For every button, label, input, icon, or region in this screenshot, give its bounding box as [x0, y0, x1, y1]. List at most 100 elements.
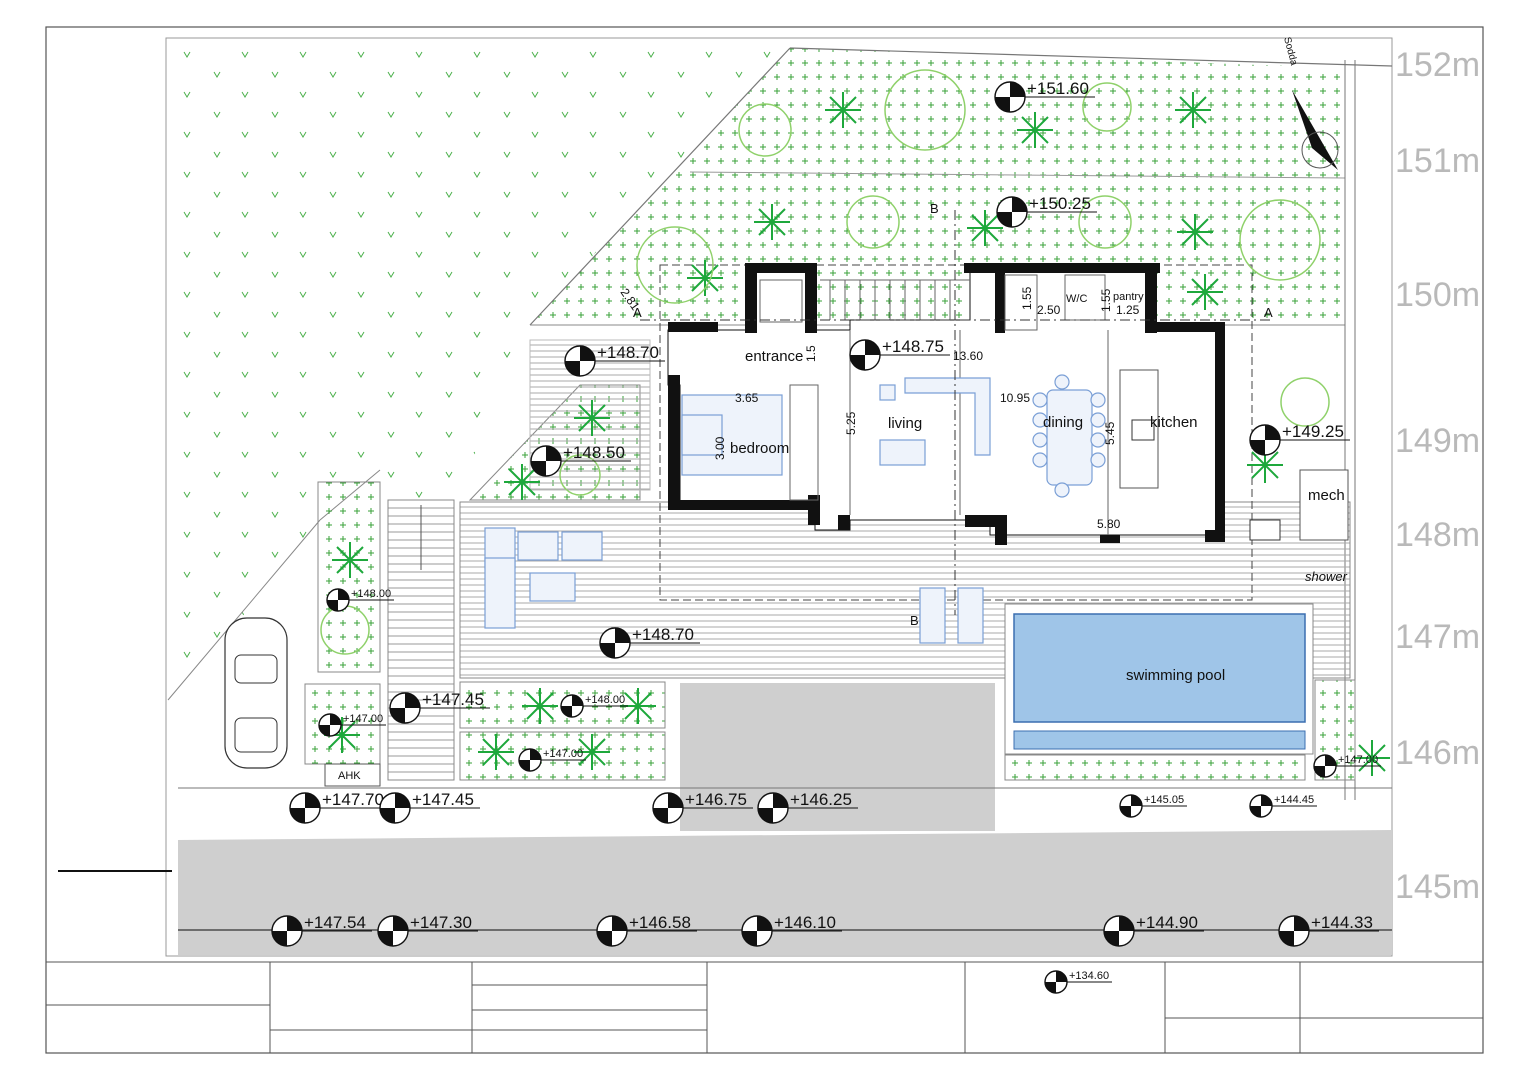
level-marker: +147.00 [1313, 754, 1381, 778]
level-label: +147.00 [343, 713, 383, 725]
dimension-label: 5.25 [844, 411, 858, 435]
room-label-living: living [888, 415, 922, 432]
level-marker: +144.45 [1249, 794, 1317, 818]
level-marker: +148.75 [849, 337, 950, 371]
level-label: +147.45 [412, 790, 474, 809]
cooktop [1131, 419, 1155, 441]
dimension-label: 10.95 [1000, 391, 1030, 405]
level-label: +147.00 [543, 748, 583, 760]
level-label: +146.58 [629, 913, 691, 932]
level-marker: +150.25 [996, 194, 1097, 228]
level-label: +146.10 [774, 913, 836, 932]
level-marker: +148.00 [560, 694, 628, 718]
level-marker: +146.58 [596, 913, 697, 947]
side-scale-label: 150m [1395, 276, 1480, 314]
section-mark-b: B [910, 613, 919, 628]
level-marker: +147.70 [289, 790, 390, 824]
level-marker: +146.25 [757, 790, 858, 824]
ahk-label: AHK [338, 770, 361, 782]
section-mark-a: A [633, 305, 642, 320]
dimension-label: 5.45 [1103, 421, 1117, 445]
level-marker: +149.25 [1249, 422, 1350, 456]
room-label-dining: dining [1043, 414, 1083, 431]
level-label: +144.45 [1274, 794, 1314, 806]
level-label: +148.00 [351, 588, 391, 600]
level-label: +146.25 [790, 790, 852, 809]
level-marker: +134.60 [1044, 970, 1112, 994]
side-scale-label: 151m [1395, 142, 1480, 180]
level-marker: +147.00 [518, 748, 586, 772]
side-scale-label: 145m [1395, 868, 1480, 906]
planter-bed [1004, 754, 1306, 781]
driveway [680, 683, 995, 831]
level-label: +148.50 [563, 443, 625, 462]
section-mark-b: B [930, 201, 939, 216]
dimension-label: 1.55 [1099, 288, 1113, 312]
room-label-kitchen: kitchen [1150, 414, 1198, 431]
swimming-pool [1013, 613, 1306, 723]
room-label-pantry: pantry [1113, 291, 1144, 303]
room-label-pool: swimming pool [1126, 667, 1225, 684]
level-label: +147.45 [422, 690, 484, 709]
dimension-label: 1.25 [1116, 303, 1140, 317]
level-marker: +148.50 [530, 443, 631, 477]
level-marker: +151.60 [994, 79, 1095, 113]
north-arrow-icon [1292, 90, 1339, 170]
section-lines [640, 210, 1270, 615]
level-label: +145.05 [1144, 794, 1184, 806]
level-label: +148.75 [882, 337, 944, 356]
level-label: +150.25 [1029, 194, 1091, 213]
level-marker: +147.30 [377, 913, 478, 947]
level-marker: +144.33 [1278, 913, 1379, 947]
dimension-label: 2.50 [1037, 303, 1061, 317]
room-label-entrance: entrance [745, 348, 803, 365]
wall-segments [668, 263, 1225, 545]
car-icon [224, 617, 288, 769]
level-label: +134.60 [1069, 970, 1109, 982]
mech-room [1299, 469, 1349, 541]
interior-lines [759, 274, 1109, 535]
road [178, 830, 1392, 955]
level-label: +147.30 [410, 913, 472, 932]
level-marker: +148.70 [564, 343, 665, 377]
side-scale-label: 147m [1395, 618, 1480, 656]
side-scale-label: 149m [1395, 422, 1480, 460]
level-marker: +146.10 [741, 913, 842, 947]
level-marker: +148.70 [599, 625, 700, 659]
title-block [46, 961, 1483, 1053]
level-marker: +147.45 [389, 690, 490, 724]
dimension-label: 5.80 [1097, 517, 1121, 531]
level-label: +149.25 [1282, 422, 1344, 441]
level-label: +144.33 [1311, 913, 1373, 932]
level-label: +146.75 [685, 790, 747, 809]
dimension-label: 13.60 [953, 349, 983, 363]
level-marker: +146.75 [652, 790, 753, 824]
outdoor-sink [1249, 519, 1281, 541]
level-marker: +144.90 [1103, 913, 1204, 947]
dimension-label: 1.5 [804, 345, 818, 362]
dimension-label: 1.55 [1020, 286, 1034, 310]
tree-canopies [320, 69, 1330, 655]
side-scale-label: 146m [1395, 734, 1480, 772]
level-label: +144.90 [1136, 913, 1198, 932]
dimension-label: 3.00 [713, 436, 727, 460]
level-markers: +151.60 +150.25 +148.70 +148.75 +148.50 +149.… [271, 79, 1381, 994]
level-label: +148.70 [632, 625, 694, 644]
level-marker: +147.00 [318, 713, 386, 737]
section-mark-a: A [1264, 305, 1273, 320]
grass-lawn [166, 40, 788, 700]
level-label: +148.70 [597, 343, 659, 362]
level-marker: +145.05 [1119, 794, 1187, 818]
sheet-frame [45, 26, 1484, 1054]
level-label: +147.00 [1338, 754, 1378, 766]
side-scale-label: 152m [1395, 46, 1480, 84]
furniture [484, 374, 1106, 644]
back-garden [530, 48, 1345, 325]
pool-step [1013, 730, 1306, 750]
level-label: +147.54 [304, 913, 366, 932]
level-label: +151.60 [1027, 79, 1089, 98]
ahk-box [324, 763, 381, 787]
side-scale-label: 148m [1395, 516, 1480, 554]
level-label: +147.70 [322, 790, 384, 809]
planter-bed [459, 731, 666, 781]
